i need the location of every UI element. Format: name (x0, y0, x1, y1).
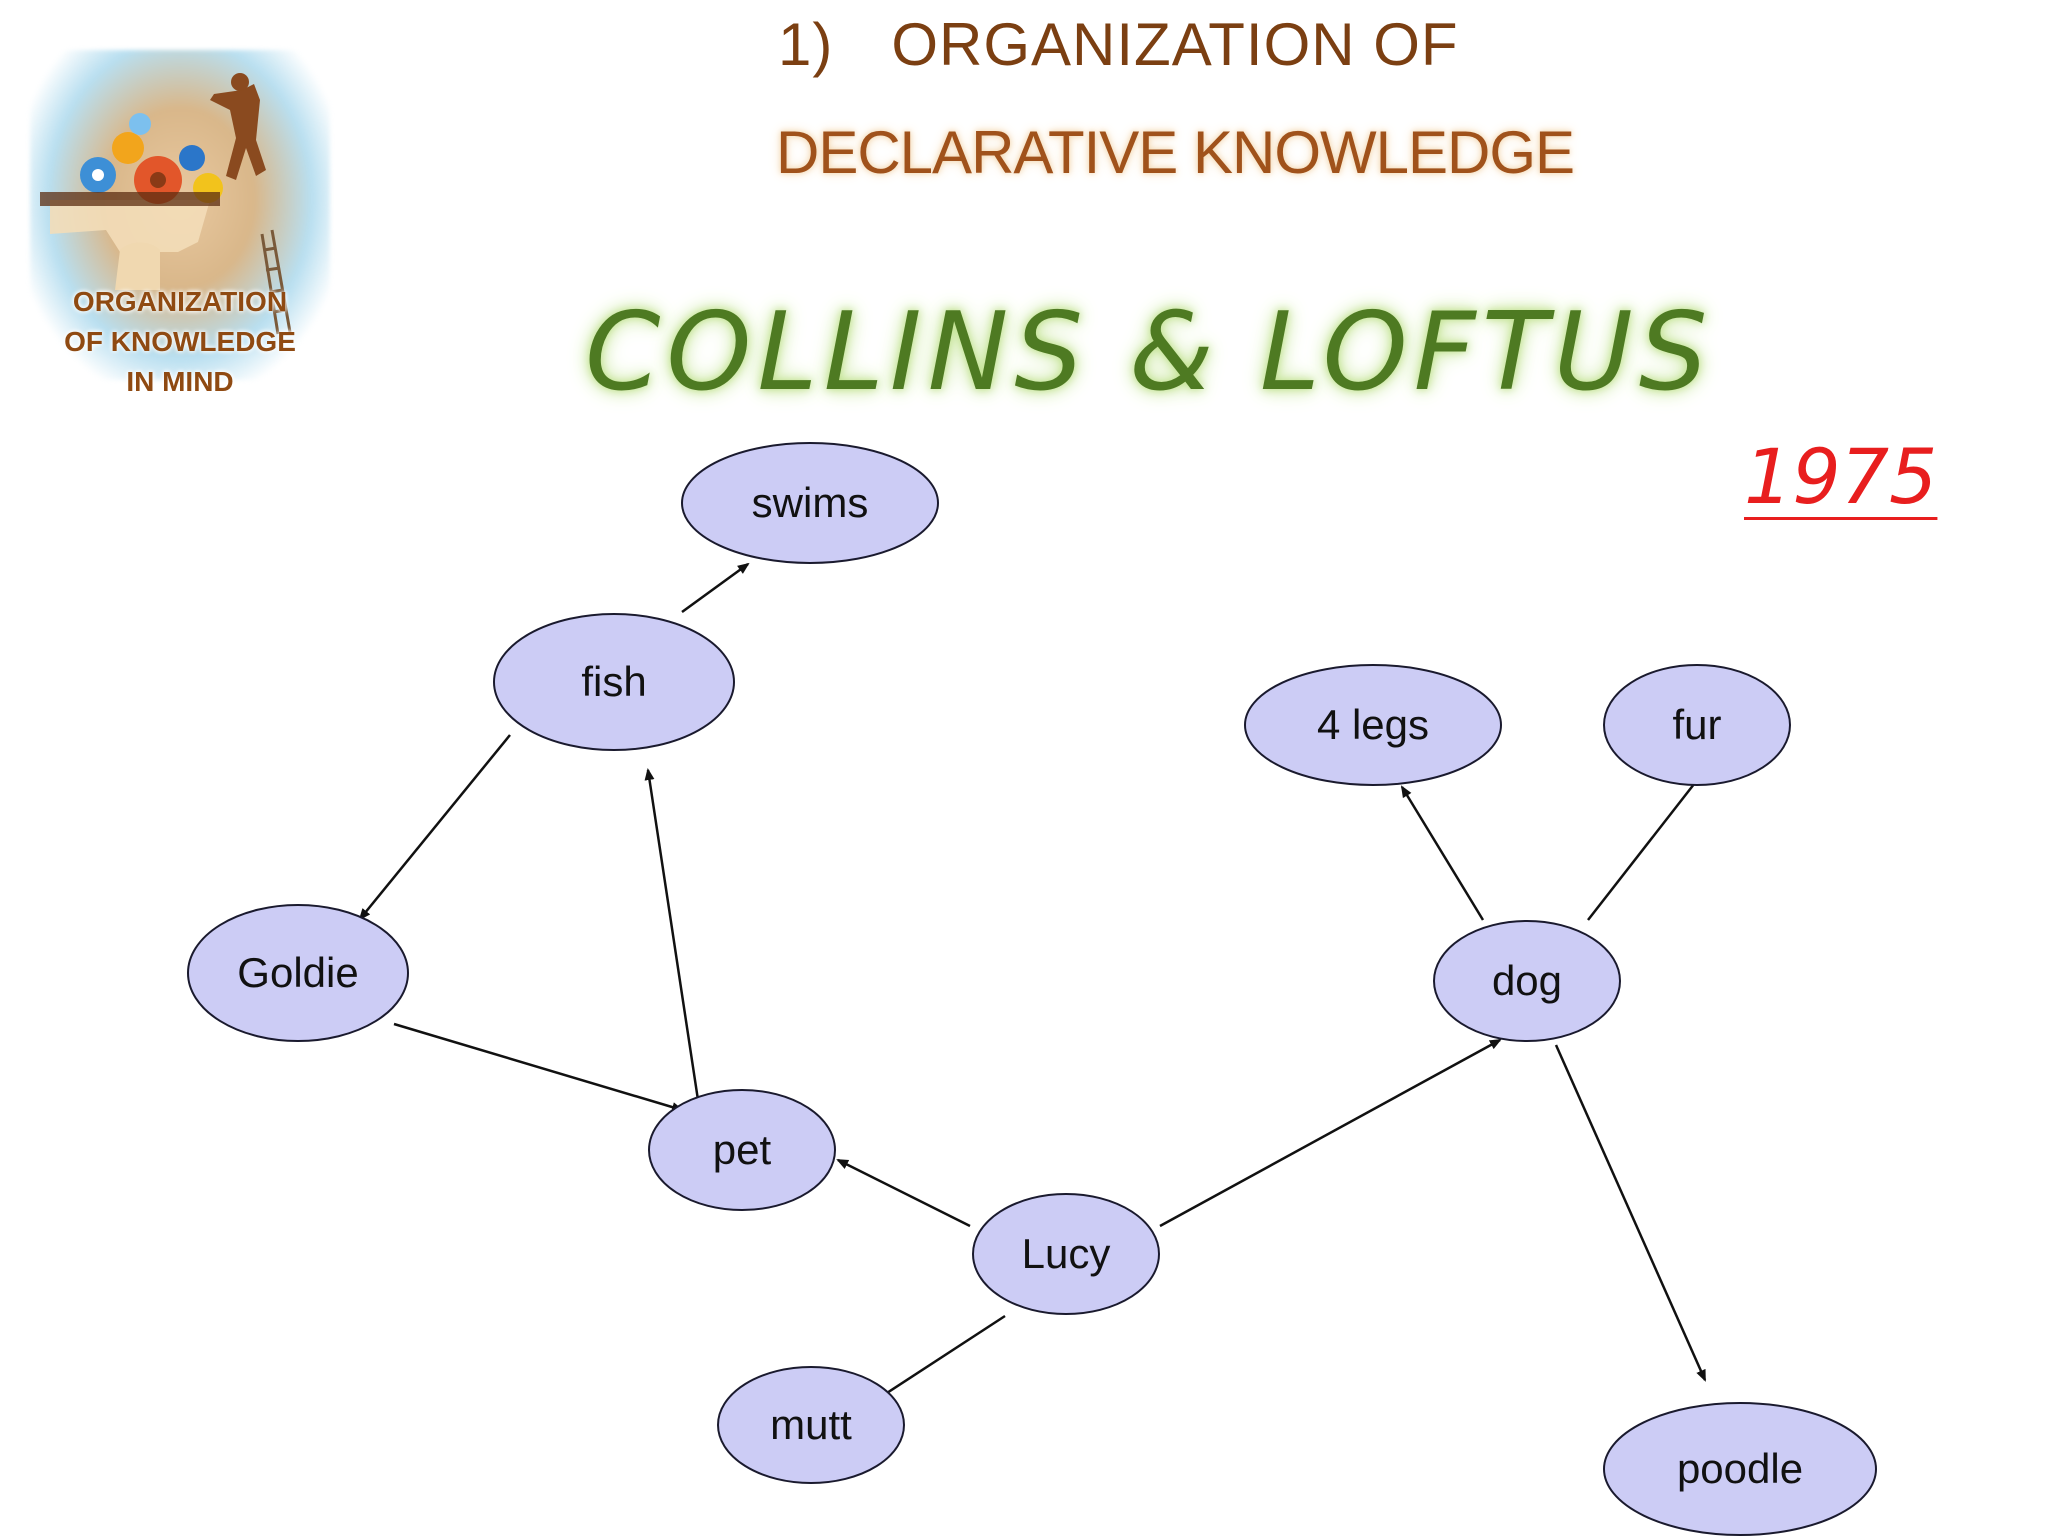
node-fur: fur (1603, 664, 1791, 786)
node-mutt: mutt (717, 1366, 905, 1484)
edge-dog-to-legs (1400, 785, 1485, 921)
year-label: 1975 (1744, 432, 1938, 521)
node-label: poodle (1677, 1445, 1803, 1492)
node-ellipse (1244, 664, 1502, 786)
node-swims: swims (681, 442, 939, 564)
node-goldie: Goldie (187, 904, 409, 1042)
edge-fish-to-swims (681, 562, 750, 614)
logo: ORGANIZATION OF KNOWLEDGE IN MIND (10, 20, 340, 397)
brain-gears-icon (40, 73, 292, 335)
node-legs: 4 legs (1244, 664, 1502, 786)
node-ellipse (648, 1089, 836, 1211)
node-label: swims (752, 479, 869, 526)
edge-dog-to-poodle (1554, 1044, 1707, 1382)
node-fish: fish (493, 613, 735, 751)
node-label: 4 legs (1317, 701, 1429, 748)
node-ellipse (972, 1193, 1160, 1315)
logo-line-1: ORGANIZATION (72, 286, 288, 317)
node-ellipse (493, 613, 735, 751)
logo-line-2: OF KNOWLEDGE (64, 326, 296, 357)
node-label: dog (1492, 957, 1562, 1004)
node-label: Lucy (1022, 1230, 1111, 1277)
logo-text: ORGANIZATION OF KNOWLEDGE IN MIND (10, 282, 350, 402)
slide-title-line-2: DECLARATIVE KNOWLEDGE (776, 119, 1575, 186)
edges-group (358, 562, 1707, 1406)
node-label: pet (713, 1126, 772, 1173)
edge-lucy-to-pet (836, 1158, 971, 1228)
logo-line-3: IN MIND (126, 366, 234, 397)
edge-pet-to-fish (644, 768, 700, 1101)
node-ellipse (717, 1366, 905, 1484)
edge-fish-to-goldie (358, 734, 511, 921)
node-dog: dog (1433, 920, 1621, 1042)
node-label: fur (1672, 701, 1721, 748)
node-label: mutt (770, 1401, 852, 1448)
node-ellipse (1603, 664, 1791, 786)
node-lucy: Lucy (972, 1193, 1160, 1315)
model-name: COLLINS & LOFTUS (585, 290, 1714, 415)
edge-lucy-to-dog (1159, 1038, 1502, 1228)
edge-lucy-to-mutt (868, 1314, 1006, 1406)
node-label: Goldie (237, 949, 358, 996)
node-poodle: poodle (1603, 1402, 1877, 1536)
node-ellipse (681, 442, 939, 564)
node-ellipse (1433, 920, 1621, 1042)
node-ellipse (1603, 1402, 1877, 1536)
node-ellipse (187, 904, 409, 1042)
node-pet: pet (648, 1089, 836, 1211)
title-text-1: ORGANIZATION OF (891, 11, 1459, 78)
edge-dog-to-fur (1587, 768, 1707, 921)
section-number: 1) (778, 11, 834, 78)
edge-goldie-to-pet (393, 1022, 684, 1112)
node-label: fish (581, 658, 646, 705)
slide-title-line-1: 1) ORGANIZATION OF (778, 10, 1459, 90)
